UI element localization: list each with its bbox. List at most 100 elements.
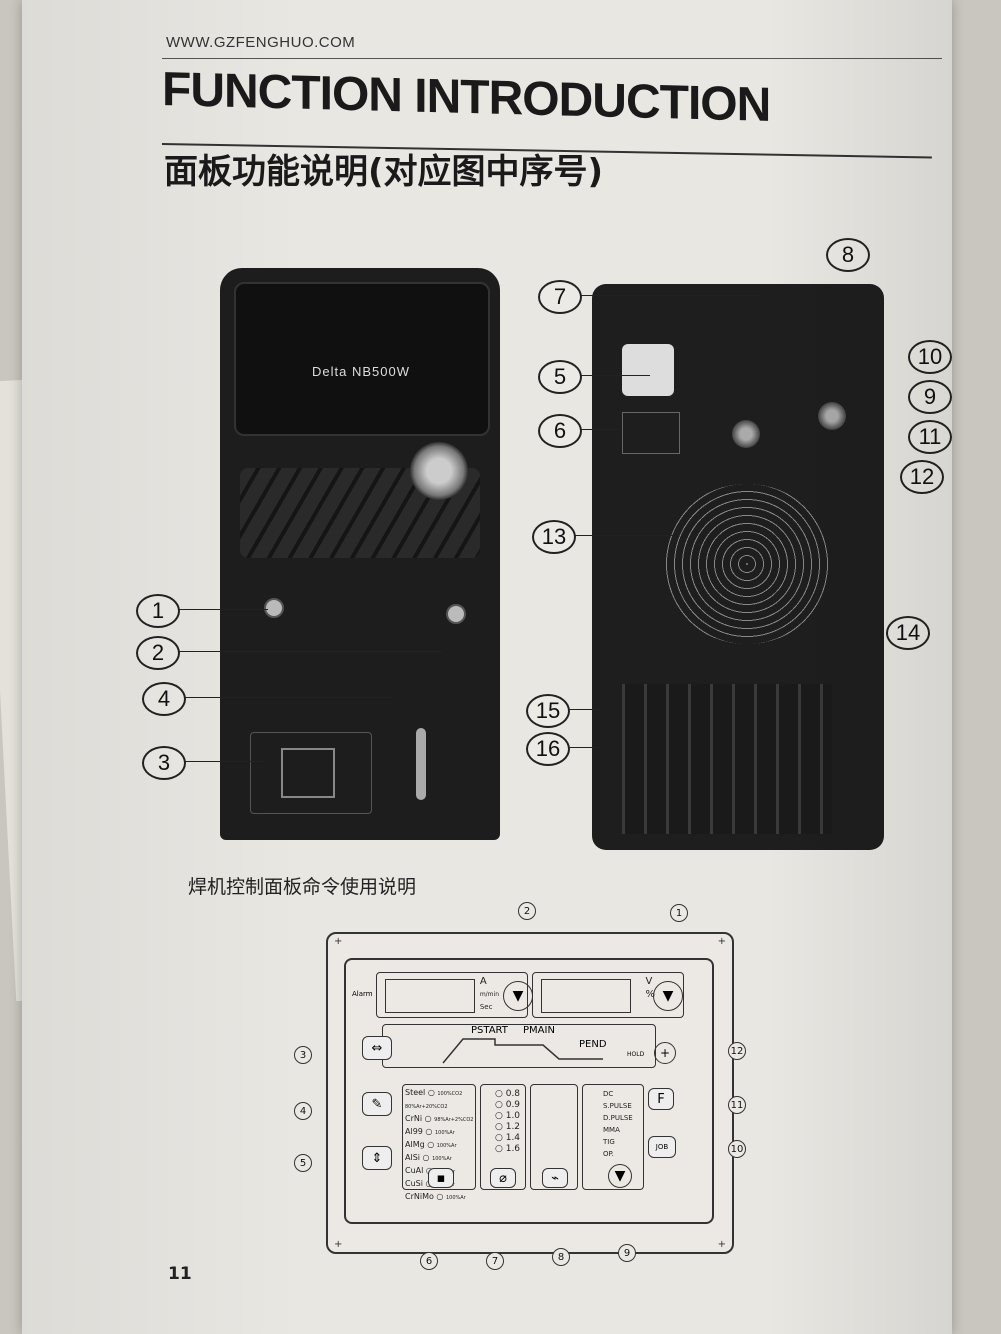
callout-back: 11 — [908, 420, 952, 454]
material-name: CrNiMo ○ — [405, 1192, 446, 1201]
panel-callout: 2 — [518, 902, 536, 920]
material-gas: 100%CO2 80%Ar+20%CO2 — [405, 1091, 463, 1110]
material-item: AlSi ○ 100%Ar — [405, 1152, 475, 1165]
material-gas: 100%Ar — [432, 1156, 452, 1162]
current-adjust-knob[interactable]: ▼ — [503, 981, 533, 1011]
mode-item: DC — [603, 1090, 614, 1098]
callout-line — [184, 761, 264, 762]
control-socket — [732, 420, 760, 448]
mode-item: MMA — [603, 1126, 620, 1134]
panel-callout: 3 — [294, 1046, 312, 1064]
positive-terminal — [264, 598, 284, 618]
callout-line — [178, 609, 268, 610]
panel-callout: 6 — [420, 1252, 438, 1270]
material-name: AlMg ○ — [405, 1140, 437, 1149]
seq-main: PMAIN — [523, 1025, 555, 1036]
wire-item: ○ 1.0 — [495, 1111, 521, 1121]
panel-callout: 9 — [618, 1244, 636, 1262]
gas-inlet — [622, 344, 674, 396]
wire-item: ○ 1.6 — [495, 1144, 521, 1154]
material-gas: 100%Ar — [434, 1130, 455, 1136]
wire-item: ○ 1.2 — [495, 1122, 521, 1132]
page-number: 11 — [168, 1264, 192, 1284]
front-panel-photo: Delta NB500W — [220, 268, 500, 840]
panel-section-title: 焊机控制面板命令使用说明 — [188, 876, 417, 898]
unit-volts: V — [645, 976, 653, 987]
mode-item: D.PULSE — [603, 1114, 633, 1122]
callout-line — [580, 375, 650, 376]
model-brand: Delta NB500W — [312, 364, 410, 379]
top-rule — [162, 58, 942, 59]
callout-back: 5 — [538, 360, 582, 394]
callout-line — [568, 709, 602, 710]
torch-mode-button[interactable]: ✎ — [362, 1092, 392, 1116]
material-item: CrNiMo ○ 100%Ar — [405, 1191, 475, 1204]
unit-speed: m/min — [479, 991, 499, 998]
panel-callout: 11 — [728, 1096, 746, 1114]
material-item: AlMg ○ 100%Ar — [405, 1139, 475, 1152]
alarm-label: Alarm — [352, 990, 373, 998]
mode-select-button[interactable]: ▼ — [608, 1164, 632, 1188]
panel-callout: 5 — [294, 1154, 312, 1172]
callout-front: 4 — [142, 682, 186, 716]
callout-front: 2 — [136, 636, 180, 670]
screw-mark: + — [717, 1239, 726, 1250]
seq-hold: HOLD — [627, 1051, 645, 1058]
page-title: FUNCTION INTRODUCTION — [162, 63, 771, 132]
callout-back: 13 — [532, 520, 576, 554]
callout-line — [580, 429, 620, 430]
panel-inner-frame: A m/min Sec ▼ Alarm V % ▼ PSTART — [344, 958, 714, 1224]
callout-back: 12 — [900, 460, 944, 494]
material-gas: 100%Ar — [436, 1143, 457, 1149]
function-button[interactable]: F — [648, 1088, 674, 1110]
voltage-adjust-knob[interactable]: ▼ — [653, 981, 683, 1011]
material-gas: 98%Ar+2%CO2 — [434, 1117, 474, 1123]
screw-mark: + — [717, 936, 726, 947]
negative-terminal — [446, 604, 466, 624]
voltage-display: V % ▼ — [532, 972, 684, 1018]
cooling-vents — [622, 684, 832, 834]
mode-item: OP. — [603, 1150, 614, 1158]
coolant-window — [416, 728, 426, 800]
gas-check-button[interactable]: ⇕ — [362, 1146, 392, 1170]
material-select-button[interactable]: ▪ — [428, 1168, 454, 1188]
wire-select-button[interactable]: ⌀ — [490, 1168, 516, 1188]
callout-back: 15 — [526, 694, 570, 728]
voltage-screen — [541, 979, 631, 1013]
unit-amps: A — [479, 976, 487, 987]
material-name: AlSi ○ — [405, 1153, 433, 1162]
power-switch-area — [250, 732, 372, 814]
website-url: WWW.GZFENGHUO.COM — [166, 34, 356, 51]
wire-item: ○ 1.4 — [495, 1133, 521, 1143]
control-panel-diagram: + + + + A m/min Sec ▼ Alarm V — [326, 932, 734, 1254]
mode-item: S.PULSE — [603, 1102, 632, 1110]
wire-entries: ○ 0.8○ 0.9○ 1.0○ 1.2○ 1.4○ 1.6 — [495, 1089, 520, 1155]
unit-seconds: Sec — [479, 1003, 493, 1011]
manual-page: WWW.GZFENGHUO.COM FUNCTION INTRODUCTION … — [22, 0, 952, 1334]
sequence-select-button[interactable]: ⇔ — [362, 1036, 392, 1060]
material-name: CrNi ○ — [405, 1114, 435, 1123]
panel-callout: 1 — [670, 904, 688, 922]
unit-percent: % — [645, 989, 655, 1000]
power-switch — [281, 748, 335, 798]
screw-mark: + — [334, 1239, 343, 1250]
seq-end: PEND — [579, 1039, 607, 1050]
callout-back: 6 — [538, 414, 582, 448]
panel-callout: 7 — [486, 1252, 504, 1270]
panel-callout: 8 — [552, 1248, 570, 1266]
material-gas: 100%Ar — [445, 1195, 466, 1201]
callout-back: 9 — [908, 380, 952, 414]
callout-front: 1 — [136, 594, 180, 628]
material-name: Steel ○ — [405, 1088, 438, 1097]
material-name: CuAl ○ — [405, 1166, 436, 1175]
callout-line — [184, 697, 394, 698]
torch-select-button[interactable]: ⌁ — [542, 1168, 568, 1188]
material-name: Al99 ○ — [405, 1127, 435, 1136]
fuse-socket — [818, 402, 846, 430]
job-button[interactable]: JOB — [648, 1136, 676, 1158]
callout-front: 3 — [142, 746, 186, 780]
screw-mark: + — [334, 936, 343, 947]
callout-back: 8 — [826, 238, 870, 272]
